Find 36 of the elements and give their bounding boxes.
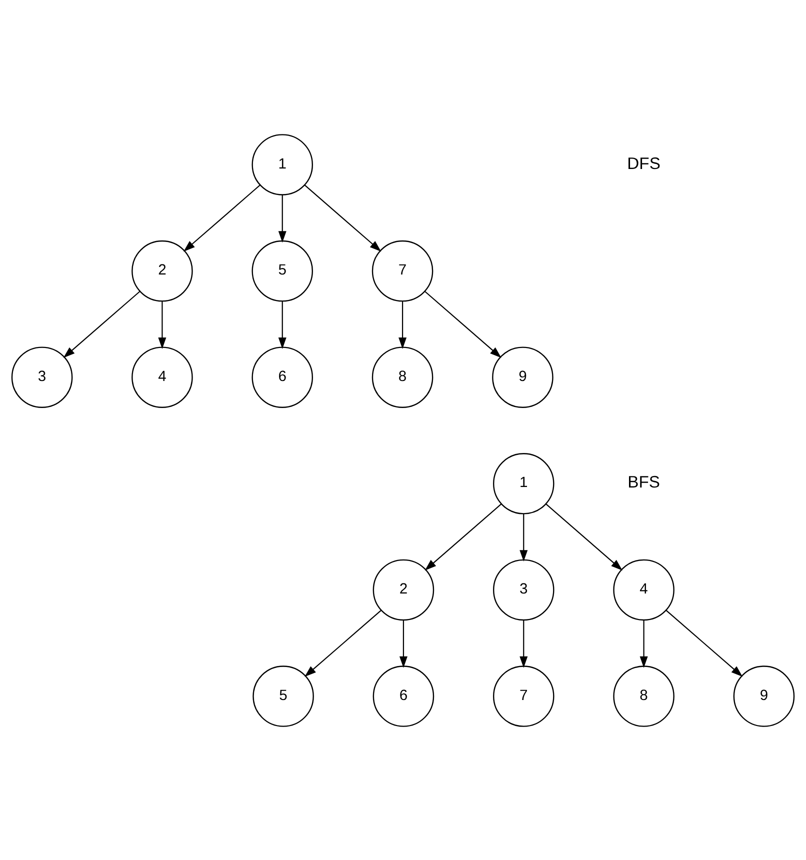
node-circle: 6 [372, 665, 434, 726]
arrow [278, 300, 286, 348]
label: DFS [627, 153, 660, 172]
arrow [546, 503, 622, 570]
node-circle: 8 [613, 665, 674, 726]
node-circle: 9 [492, 346, 554, 408]
arrow [424, 503, 502, 570]
arrow [304, 609, 382, 676]
arrow [184, 184, 260, 252]
arrow [63, 290, 140, 358]
node-circle: 2 [132, 240, 193, 302]
node-circle: 8 [372, 346, 434, 408]
node-circle: 1 [492, 452, 554, 514]
node-circle: 7 [492, 665, 554, 726]
arrow [399, 620, 408, 668]
node-circle: 9 [733, 665, 795, 726]
label: BFS [628, 472, 660, 492]
node-circle: 6 [252, 346, 314, 408]
node-circle: 1 [252, 134, 314, 195]
node-circle: 3 [11, 346, 73, 408]
node-circle: 4 [132, 346, 193, 408]
node-circle: 2 [372, 558, 434, 620]
node-circle: 4 [613, 558, 674, 620]
arrow [158, 300, 166, 348]
arrow [304, 184, 382, 252]
arrow [278, 194, 286, 242]
arrow [424, 290, 502, 358]
arrow [520, 513, 528, 562]
arrow [666, 609, 743, 676]
node-circle: 5 [252, 665, 314, 726]
arrow [398, 300, 407, 348]
node-circle: 7 [372, 240, 434, 302]
node-circle: 5 [252, 240, 314, 302]
node-circle: 3 [492, 558, 554, 620]
arrow [640, 620, 648, 668]
arrow [520, 620, 528, 668]
